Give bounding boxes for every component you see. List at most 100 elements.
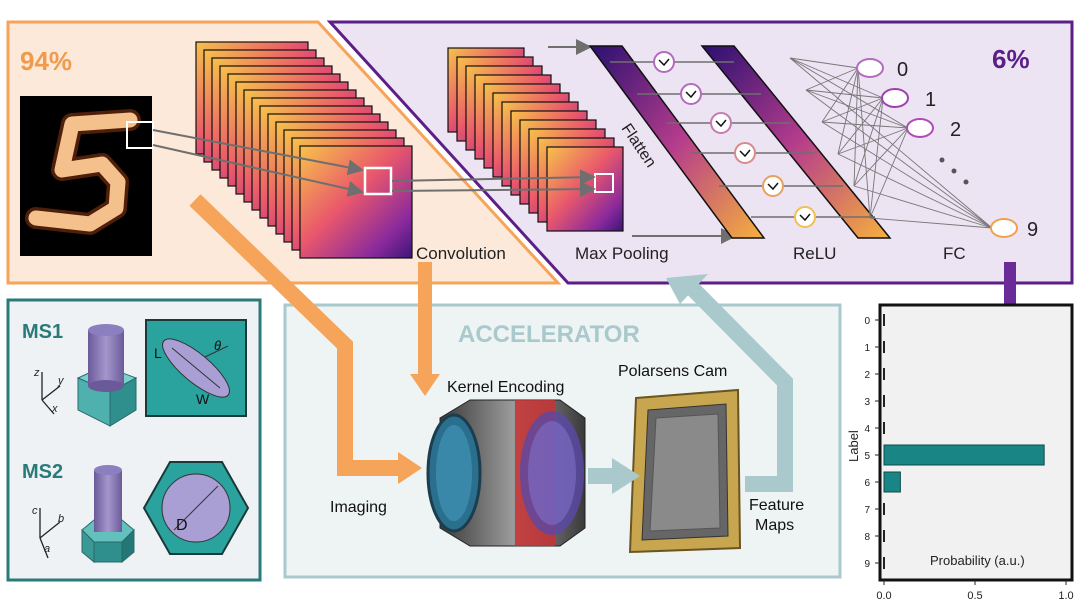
fc-connection-1-3: [805, 89, 993, 229]
feature-maps-arrow: [686, 282, 793, 492]
polarsens-camera-sensor: [628, 388, 742, 554]
ellipsis-dot-2: [951, 168, 957, 174]
lens-to-camera-arrowhead: [612, 458, 640, 494]
fc-connection-3-3: [837, 153, 993, 229]
ms2-axis-c: c: [32, 505, 38, 517]
conv-feature-map-13: [299, 145, 413, 259]
fc-label: FC: [943, 244, 966, 263]
relu-neuron-4: [762, 175, 784, 197]
fc-percent: 6%: [992, 44, 1030, 74]
ellipsis-dot-1: [939, 157, 945, 163]
fc-connection-3-0: [837, 67, 859, 155]
conv-arrow-top: [152, 129, 364, 176]
relu-activation-icon-1: [685, 90, 697, 99]
output-label-0: 0: [897, 59, 908, 81]
relu-activation-icon-3: [739, 149, 751, 158]
chart-xtick-label-1: 0.5: [967, 590, 982, 602]
chart-bar-3: [883, 395, 885, 407]
ellipsis-dot-3: [963, 179, 969, 185]
kernel-arrowhead: [410, 374, 440, 396]
chart-frame: [878, 303, 1074, 582]
chart-ytick-label-6: 6: [864, 478, 870, 489]
ms1-label: MS1: [22, 321, 63, 343]
pool-arrow-top: [391, 169, 596, 186]
fc-connection-0-3: [789, 57, 993, 229]
relu-activation-icon-2: [715, 119, 727, 128]
camera-label: Polarsens Cam: [618, 363, 727, 380]
fc-output-node-2: [906, 118, 934, 138]
fc-output-node-0: [856, 58, 884, 78]
fc-connection-1-0: [805, 67, 859, 91]
chart-bar-1: [883, 341, 885, 353]
fc-network: [789, 57, 1018, 238]
fc-connection-2-3: [821, 121, 993, 229]
feature-maps-arrowhead: [666, 274, 708, 304]
ms1-top-view: [145, 319, 247, 417]
relu-neuron-3: [734, 142, 756, 164]
fc-connection-5-1: [869, 97, 884, 219]
ms1-label-W: W: [196, 391, 210, 407]
pool-arrow-bottom: [391, 181, 596, 198]
chart-ytick-label-4: 4: [864, 424, 870, 435]
output-label-2: 2: [950, 119, 961, 141]
relu-activation-icon-4: [767, 182, 779, 191]
chart-bar-8: [883, 530, 885, 542]
chart-ylabel: Label: [846, 430, 861, 462]
fc-connection-5-0: [857, 67, 871, 219]
chart-bar-4: [883, 422, 885, 434]
chart-bar-9: [883, 557, 885, 569]
fc-connection-1-1: [805, 89, 884, 99]
imaging-label: Imaging: [330, 499, 387, 516]
input-digit-image: [20, 96, 154, 256]
chart-ytick-label-5: 5: [864, 451, 870, 462]
ms2-axes-icon: [39, 508, 61, 559]
relu-neuron-5: [794, 206, 816, 228]
ms1-label-L: L: [154, 345, 162, 361]
pooling-feature-stack: [447, 47, 624, 232]
chart-bar-7: [883, 503, 885, 515]
relu-neuron-0: [653, 51, 675, 73]
chart-bar-5: [883, 444, 1045, 466]
conv-arrow-bottom: [152, 144, 364, 197]
relu-neuron-2: [710, 112, 732, 134]
ms1-axes-icon: [41, 372, 61, 415]
chart-ytick-label-9: 9: [864, 559, 870, 570]
ms2-axis-b: b: [58, 513, 64, 525]
chart-xtick-label-0: 0.0: [876, 590, 891, 602]
fc-connection-5-2: [869, 127, 909, 219]
fc-output-node-1: [881, 88, 909, 108]
accelerator-title: ACCELERATOR: [458, 321, 640, 348]
conv-percent: 94%: [20, 46, 72, 76]
chart-ytick-label-7: 7: [864, 505, 870, 516]
fc-connection-4-1: [853, 97, 884, 187]
imaging-arrow: [189, 194, 398, 476]
fc-connection-0-1: [789, 57, 884, 99]
chart-xlabel: Probability (a.u.): [930, 553, 1025, 568]
ms1-axis-y: y: [57, 375, 65, 387]
ms2-label: MS2: [22, 461, 63, 483]
fc-connection-3-2: [837, 127, 909, 155]
chart-xtick-label-2: 1.0: [1058, 590, 1073, 602]
output-label-1: 1: [925, 89, 936, 111]
maxpool-label: Max Pooling: [575, 244, 669, 263]
chart-ytick-label-2: 2: [864, 370, 870, 381]
fc-connection-2-1: [821, 97, 884, 123]
ms1-axis-z: z: [33, 367, 40, 379]
fc-connection-0-0: [789, 57, 859, 69]
ms1-axis-x: x: [51, 403, 58, 415]
output-label-9: 9: [1027, 219, 1038, 241]
fc-connection-4-3: [853, 185, 993, 229]
fc-connection-3-1: [837, 97, 884, 155]
metasurface-lens-device: [426, 399, 586, 547]
relu-activation-icon-5: [799, 213, 811, 222]
ms1-label-theta: θ: [214, 338, 221, 353]
ms2-top-view: [142, 461, 250, 555]
feature-maps-label-1: Feature: [749, 497, 804, 514]
chart-bar-0: [883, 314, 885, 326]
fc-connection-4-2: [853, 127, 909, 187]
fc-connection-2-0: [821, 67, 859, 123]
ms1-pillar-3d: [76, 324, 138, 427]
